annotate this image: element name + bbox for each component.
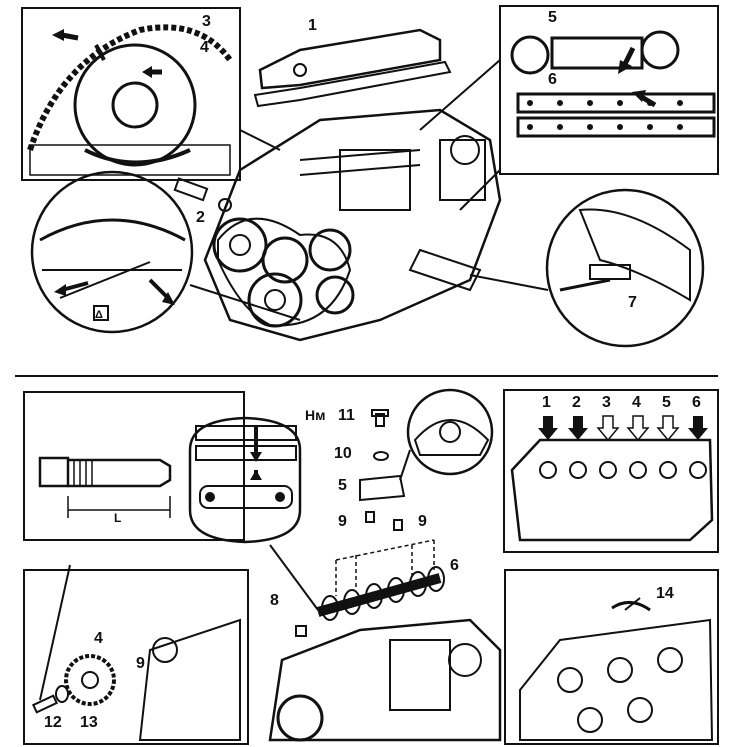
inset-sensor xyxy=(545,188,705,348)
inset-chain-alignment xyxy=(188,416,302,544)
label-dimension-L: L xyxy=(114,511,121,525)
label-cylinder-5: 5 xyxy=(662,394,671,411)
label-torque-unit: Нм xyxy=(305,407,325,423)
engine-block-bottom xyxy=(268,618,502,742)
label-cylinder-4: 4 xyxy=(632,394,641,411)
label-bolt-5: 5 xyxy=(548,9,557,26)
label-triangle-mark: Δ xyxy=(95,309,103,321)
camshaft-sensor xyxy=(173,177,232,212)
label-sprocket-4: 4 xyxy=(200,39,209,56)
label-cylinder-1: 1 xyxy=(542,394,551,411)
label-cylinder-6: 6 xyxy=(692,394,701,411)
inset-bearing-seat xyxy=(504,569,719,745)
inset-timing-marks xyxy=(30,170,194,334)
label-washer-13: 13 xyxy=(80,714,98,731)
bearing-cap-parts xyxy=(359,409,406,531)
inset-bearing-cap xyxy=(406,388,494,476)
label-washer-10: 10 xyxy=(334,445,352,462)
label-part-8: 8 xyxy=(270,592,279,609)
label-bolt-12: 12 xyxy=(44,714,62,731)
label-valve-cover: 1 xyxy=(308,17,317,34)
label-cylinder-3: 3 xyxy=(602,394,611,411)
engine-block-top xyxy=(203,108,502,342)
bottom-leader-lines xyxy=(39,449,641,701)
label-dowel-9a: 9 xyxy=(338,513,347,530)
camshaft xyxy=(316,539,445,621)
valve-cover xyxy=(253,28,452,108)
label-sprocket-4: 4 xyxy=(94,630,103,647)
label-sensor-7: 7 xyxy=(628,294,637,311)
label-camshaft-6: 6 xyxy=(450,557,459,574)
label-bearing-cap-5: 5 xyxy=(338,477,347,494)
top-leader-lines xyxy=(189,59,549,321)
label-bearing-seat-14: 14 xyxy=(656,585,674,602)
label-dowel-9c: 9 xyxy=(136,655,145,672)
inset-camshaft-sprocket xyxy=(21,7,241,181)
label-chain-6: 6 xyxy=(548,71,557,88)
label-bolt-11: 11 xyxy=(338,407,355,424)
label-sensor-2: 2 xyxy=(196,209,205,226)
inset-sprocket-assembly xyxy=(23,569,249,745)
label-dowel-9b: 9 xyxy=(418,513,427,530)
inset-chain-detail xyxy=(499,5,719,175)
inset-bolt-length xyxy=(23,391,245,541)
label-chain-3: 3 xyxy=(202,13,211,30)
label-cylinder-2: 2 xyxy=(572,394,581,411)
inset-cylinder-head xyxy=(503,389,719,553)
